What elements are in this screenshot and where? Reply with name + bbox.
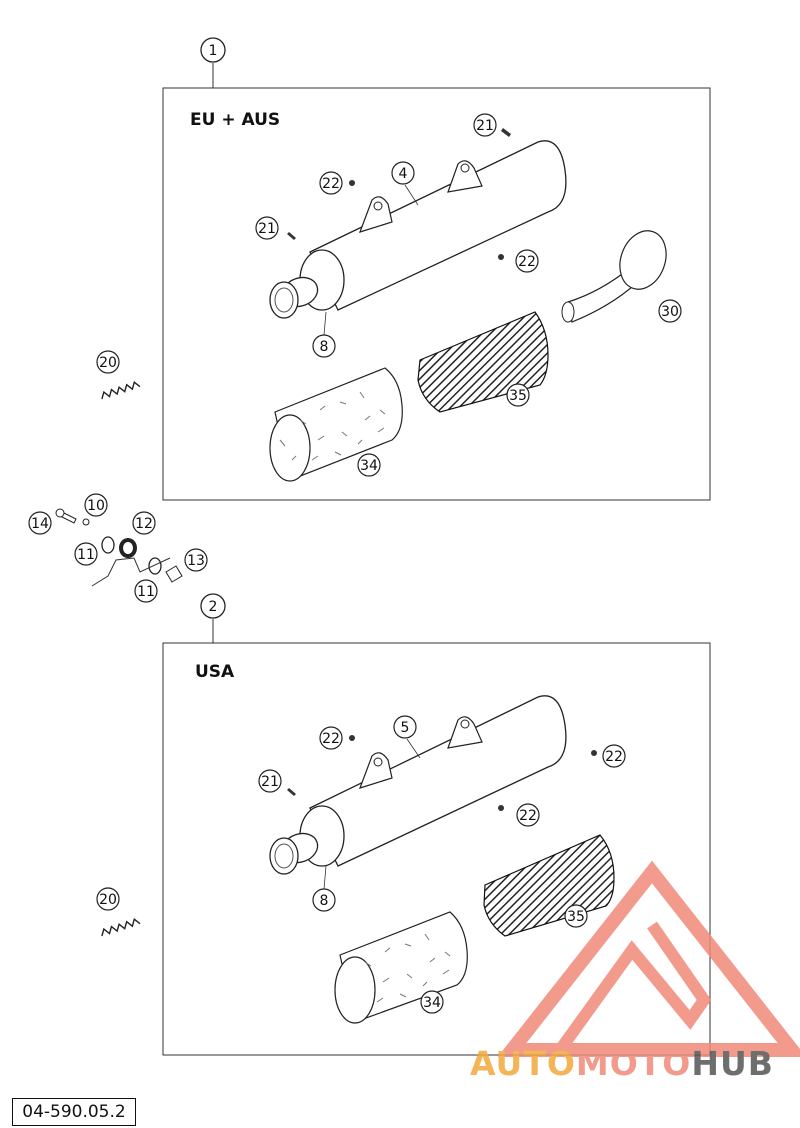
- assembly-2-circle: [200, 593, 226, 619]
- svg-text:4: 4: [399, 166, 408, 182]
- callout-21-left: 21: [255, 216, 279, 240]
- silencer-eu: [269, 140, 567, 319]
- svg-text:22: 22: [518, 254, 536, 270]
- svg-text:21: 21: [258, 221, 276, 237]
- watermark-auto: AUTO: [470, 1044, 576, 1083]
- connection-pipe-eu: [561, 230, 667, 323]
- eu-aus-label: EU + AUS: [190, 110, 280, 130]
- glass-wool-usa: [334, 911, 468, 1024]
- callout-13: 13: [184, 548, 208, 572]
- usa-section: USA 2: [162, 593, 711, 1056]
- spring-20-top: 20: [96, 350, 141, 400]
- svg-text:22: 22: [322, 176, 340, 192]
- usa-label: USA: [195, 662, 235, 682]
- callout-8-eu: 8: [312, 311, 336, 358]
- watermark-moto: MOTO: [576, 1044, 691, 1083]
- callout-22-top: 22: [319, 171, 343, 195]
- callout-11-top: 11: [74, 542, 98, 566]
- callout-22-bottom: 22: [515, 249, 539, 273]
- callout-34-usa: 34: [420, 990, 444, 1014]
- eu-aus-section: EU + AUS 1: [162, 37, 711, 501]
- watermark-logo: AUTOMOTOHUB: [470, 860, 800, 1083]
- callout-35-eu: 35: [506, 383, 530, 407]
- svg-text:34: 34: [360, 458, 378, 474]
- mounting-hardware: 14 10 12 11 13 11: [28, 493, 208, 603]
- callout-21-usa: 21: [258, 769, 282, 793]
- callout-11-bottom: 11: [134, 579, 158, 603]
- svg-text:35: 35: [567, 909, 585, 925]
- svg-text:22: 22: [519, 808, 537, 824]
- callout-10: 10: [84, 493, 108, 517]
- callout-22-usa-top: 22: [319, 726, 343, 750]
- svg-text:22: 22: [322, 731, 340, 747]
- callout-30: 30: [658, 299, 682, 323]
- svg-text:8: 8: [320, 893, 329, 909]
- eu-aus-frame: [162, 87, 711, 501]
- damping-wool-usa: [483, 834, 615, 937]
- svg-text:13: 13: [187, 553, 205, 569]
- svg-text:20: 20: [99, 892, 117, 908]
- svg-text:AUTOMOTOHUB: AUTOMOTOHUB: [470, 1044, 774, 1083]
- watermark-hub: HUB: [691, 1044, 774, 1083]
- svg-text:11: 11: [137, 584, 155, 600]
- assembly-1-number: 1: [209, 43, 218, 59]
- callout-35-usa: 35: [564, 904, 588, 928]
- callout-14: 14: [28, 511, 52, 535]
- svg-text:21: 21: [476, 118, 494, 134]
- callout-22-usa-bottom: 22: [516, 803, 540, 827]
- svg-text:11: 11: [77, 547, 95, 563]
- svg-text:14: 14: [31, 516, 49, 532]
- svg-text:34: 34: [423, 995, 441, 1011]
- spring-20-bottom: 20: [96, 887, 141, 937]
- svg-text:10: 10: [87, 498, 105, 514]
- assembly-1-circle: [200, 37, 226, 63]
- svg-text:20: 20: [99, 355, 117, 371]
- svg-text:30: 30: [661, 304, 679, 320]
- svg-text:22: 22: [605, 749, 623, 765]
- callout-5: 5: [393, 715, 421, 759]
- callout-12: 12: [132, 511, 156, 535]
- callout-4: 4: [391, 161, 419, 206]
- svg-text:8: 8: [320, 339, 329, 355]
- usa-frame: [162, 642, 711, 1056]
- svg-text:5: 5: [401, 720, 410, 736]
- glass-wool-eu: [269, 367, 403, 482]
- document-id: 04-590.05.2: [12, 1098, 136, 1126]
- svg-text:21: 21: [261, 774, 279, 790]
- callout-22-usa-right: 22: [602, 744, 626, 768]
- callout-34-eu: 34: [357, 453, 381, 477]
- callout-8-usa: 8: [312, 865, 336, 912]
- svg-text:35: 35: [509, 388, 527, 404]
- svg-text:12: 12: [135, 516, 153, 532]
- silencer-usa: [269, 695, 567, 875]
- assembly-2-number: 2: [209, 599, 218, 615]
- callout-21-top: 21: [473, 113, 497, 137]
